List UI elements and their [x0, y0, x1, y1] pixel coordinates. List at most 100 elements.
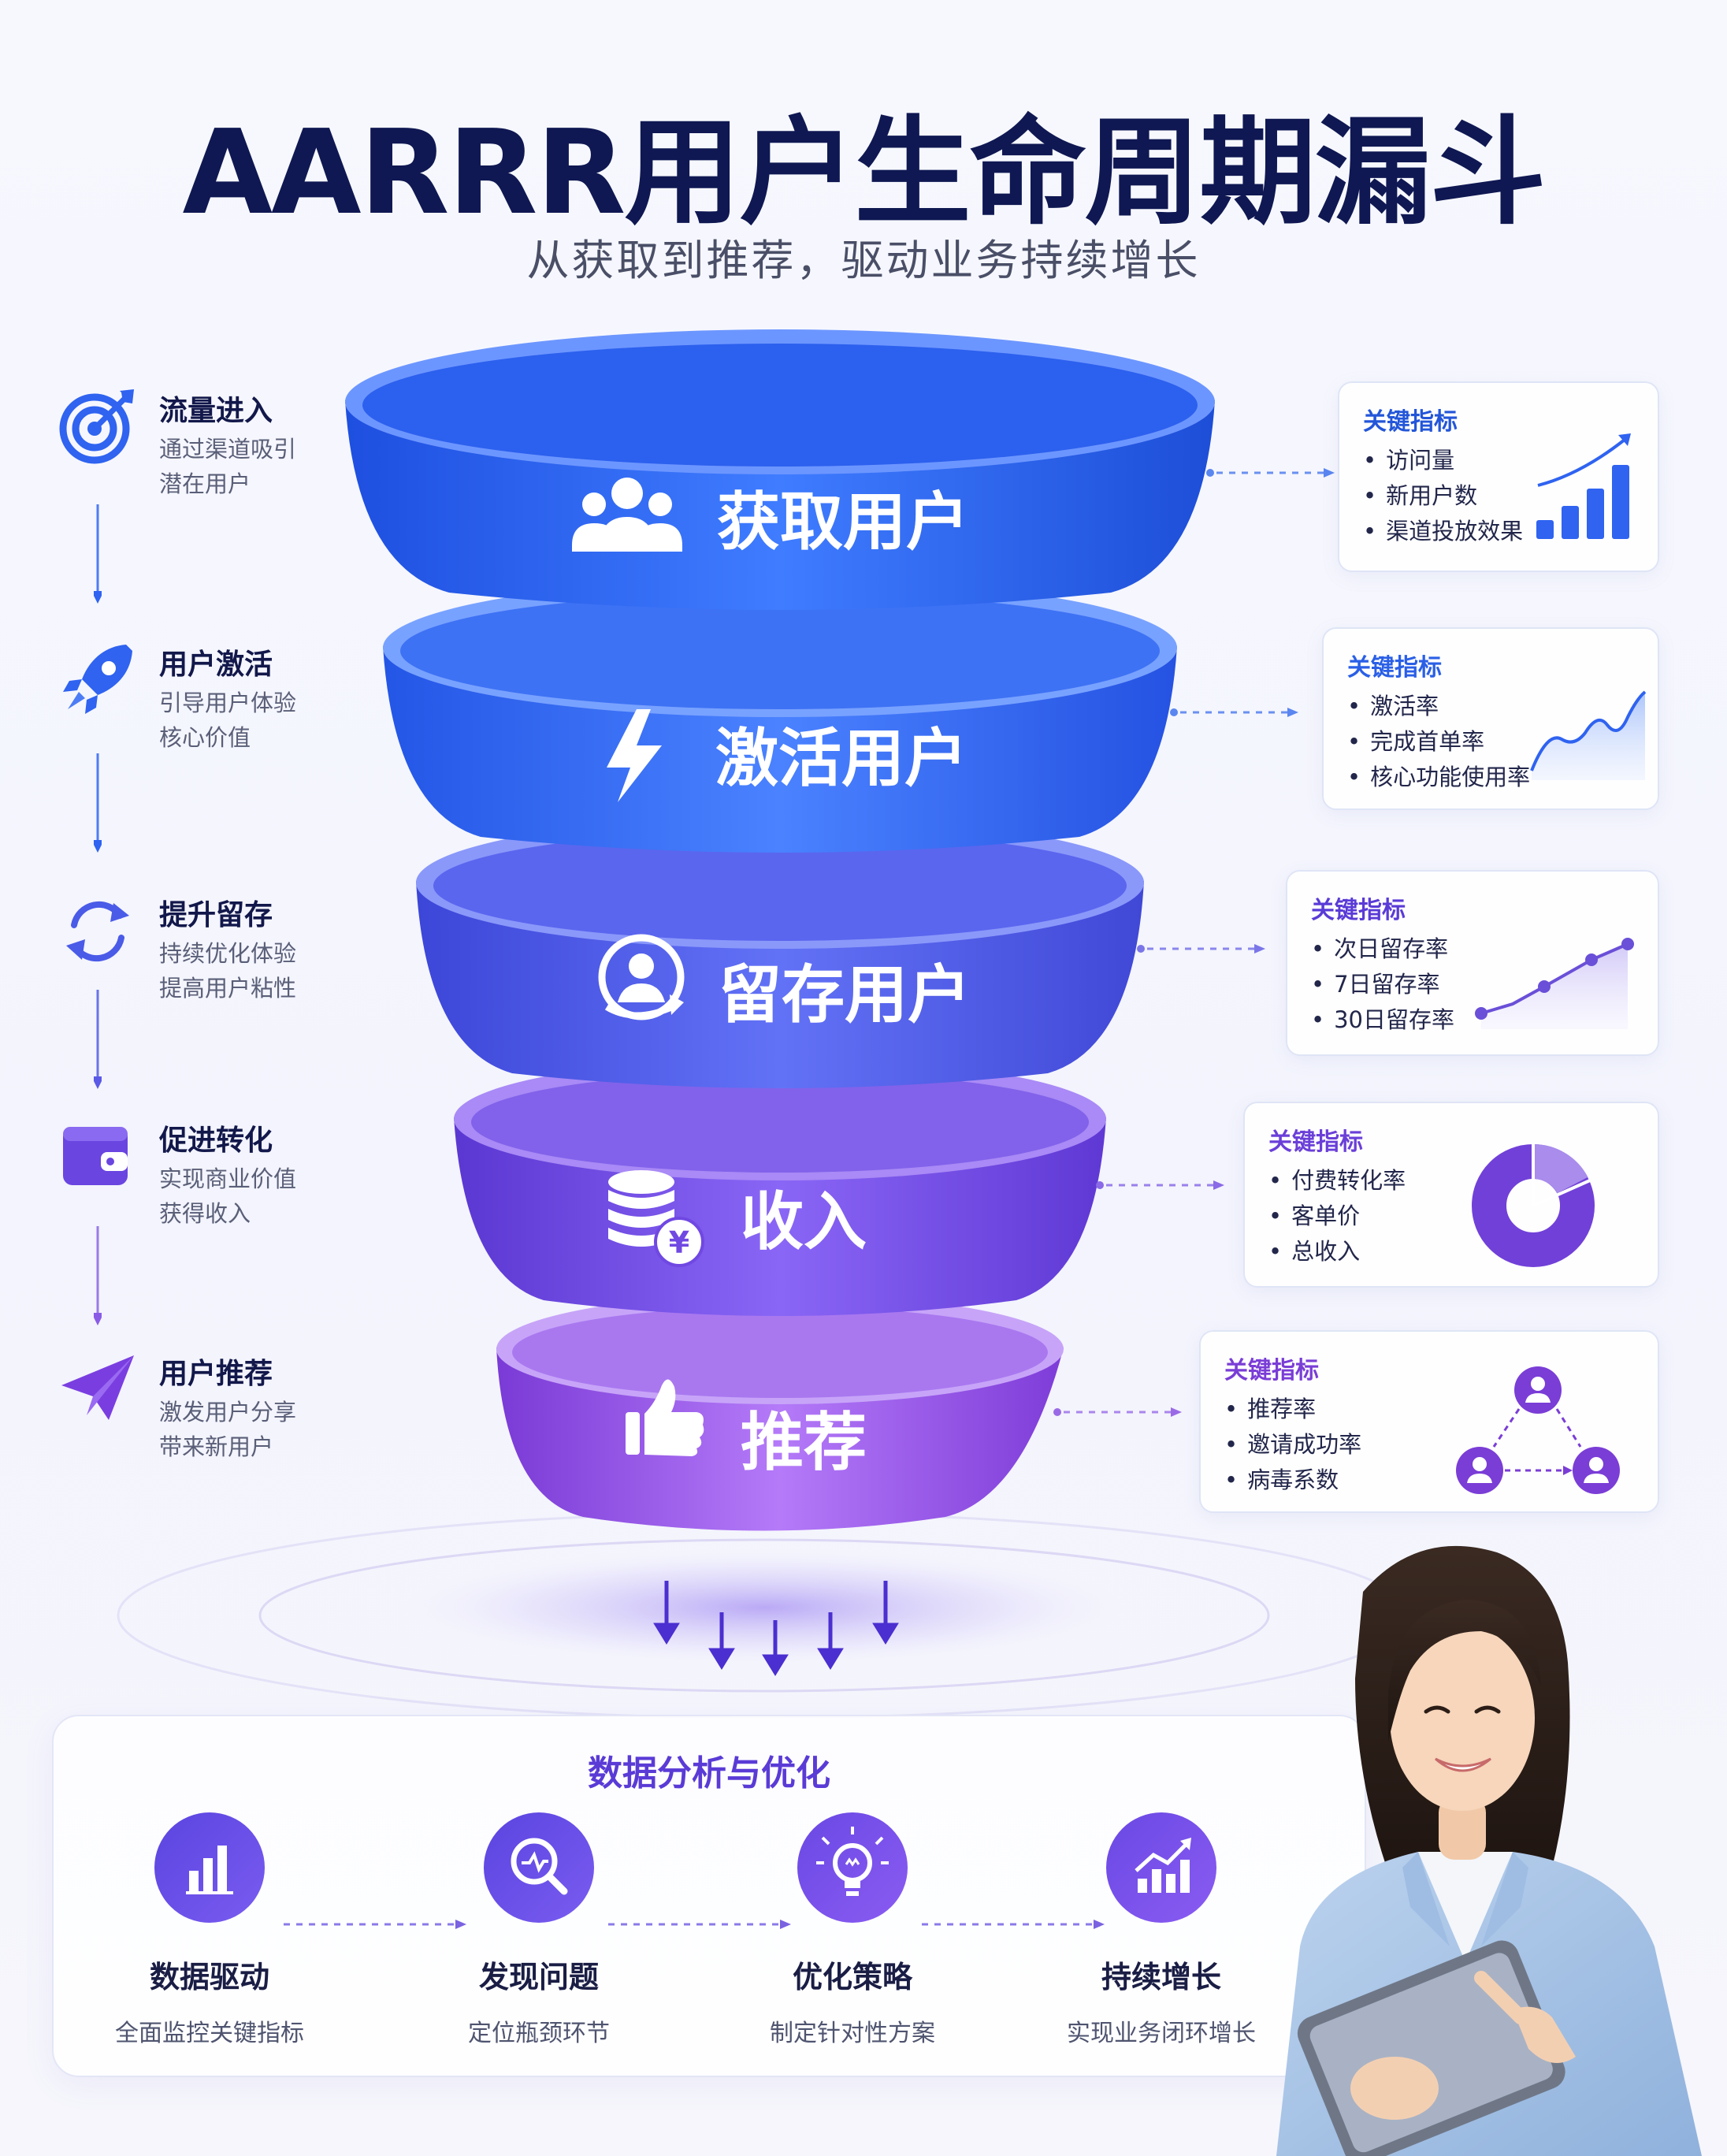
funnel-label: 收入 [741, 1185, 867, 1258]
panel-step-name: 数据驱动 [149, 1960, 269, 1994]
metric-item: 邀请成功率 [1224, 1427, 1361, 1463]
funnel-layer-activation [383, 578, 1177, 853]
svg-text:¥: ¥ [669, 1225, 689, 1260]
metrics-list: 访问量 新用户数 渠道投放效果 [1363, 443, 1523, 549]
panel-step-growth: 持续增长 实现业务闭环增长 [1027, 1812, 1295, 2048]
metric-item: 30日留存率 [1311, 1002, 1454, 1038]
funnel-layer-referral [496, 1294, 1064, 1531]
panel-step-name: 持续增长 [1101, 1960, 1221, 1994]
referral-network-icon [1456, 1366, 1620, 1494]
metric-item: 客单价 [1268, 1199, 1406, 1234]
metrics-list: 次日留存率 7日留存率 30日留存率 [1311, 931, 1454, 1038]
step-name: 促进转化 [159, 1124, 273, 1157]
lightbulb-icon [797, 1812, 908, 1923]
metric-item: 病毒系数 [1224, 1463, 1361, 1498]
user-node [1573, 1447, 1620, 1494]
connector-dotted [1053, 1407, 1182, 1417]
metric-item: 7日留存率 [1311, 967, 1454, 1002]
metric-item: 新用户数 [1363, 478, 1523, 514]
metrics-card-activation: 关键指标 激活率 完成首单率 核心功能使用率 [1322, 627, 1659, 810]
funnel-label: 推荐 [741, 1406, 867, 1479]
card-title: 关键指标 [1268, 1128, 1363, 1156]
panel-step-desc: 实现业务闭环增长 [1067, 2020, 1256, 2047]
magnifier-analysis-icon [484, 1812, 594, 1923]
step-desc: 激发用户分享带来新用户 [159, 1399, 297, 1460]
analysis-panel: 数据分析与优化 数据驱动 全面监控关键指标 发现问题 定位瓶颈环节 优化策略 制… [52, 1715, 1366, 2077]
user-node [1514, 1366, 1562, 1414]
funnel-diagram: ¥ 获取用户 激活用户 留存用户 收入 推荐 [117, 329, 1412, 1718]
metric-item: 核心功能使用率 [1347, 760, 1530, 795]
panel-step-find-issue: 发现问题 定位瓶颈环节 [405, 1812, 673, 2048]
glow-ring [258, 1538, 1270, 1693]
bar-trend-chart-icon [1536, 433, 1631, 539]
panel-step-name: 发现问题 [478, 1960, 599, 1994]
refresh-cycle-icon [66, 901, 129, 962]
target-arrow-icon [59, 389, 134, 464]
step-desc: 实现商业价值获得收入 [159, 1165, 297, 1227]
connector-dotted [1096, 1180, 1224, 1190]
metrics-list: 付费转化率 客单价 总收入 [1268, 1163, 1406, 1269]
metric-item: 激活率 [1347, 689, 1530, 724]
funnel-layer-revenue [454, 1058, 1106, 1316]
card-title: 关键指标 [1224, 1357, 1319, 1385]
metrics-card-retention: 关键指标 次日留存率 7日留存率 30日留存率 [1286, 870, 1659, 1056]
connector-dotted [1206, 468, 1335, 478]
businesswoman-with-tablet-image [1276, 1545, 1702, 2156]
step-arrow [94, 990, 102, 1089]
line-points-chart-icon [1475, 938, 1634, 1029]
connector-dotted [1137, 944, 1265, 953]
bar-chart-icon [154, 1812, 265, 1923]
page-title: AARRR用户生命周期漏斗 [182, 105, 1547, 240]
area-chart-icon [1530, 690, 1647, 780]
card-title: 关键指标 [1347, 654, 1442, 682]
metric-item: 推荐率 [1224, 1392, 1361, 1427]
panel-title: 数据分析与优化 [588, 1753, 830, 1794]
metric-item: 付费转化率 [1268, 1163, 1406, 1199]
step-arrow [94, 1226, 102, 1325]
metrics-card-referral: 关键指标 推荐率 邀请成功率 病毒系数 [1199, 1330, 1659, 1513]
metric-item: 完成首单率 [1347, 724, 1530, 760]
growth-chart-icon [1106, 1812, 1216, 1923]
panel-step-optimize: 优化策略 制定针对性方案 [719, 1812, 986, 2048]
funnel-layer-retention [416, 816, 1144, 1088]
panel-connector [922, 1920, 1105, 1929]
card-title: 关键指标 [1311, 897, 1406, 924]
output-arrows [653, 1581, 899, 1676]
panel-step-desc: 全面监控关键指标 [115, 2020, 304, 2047]
user-node [1456, 1447, 1503, 1494]
user-retention-icon [598, 934, 685, 1020]
metric-item: 总收入 [1268, 1234, 1406, 1269]
users-group-icon [572, 478, 682, 552]
metric-item: 渠道投放效果 [1363, 514, 1523, 549]
metrics-list: 激活率 完成首单率 核心功能使用率 [1347, 689, 1530, 795]
wallet-icon [63, 1127, 128, 1185]
donut-chart-icon [1472, 1143, 1595, 1267]
coins-yuan-icon: ¥ [608, 1170, 704, 1267]
panel-connector [608, 1920, 791, 1929]
funnel-label: 留存用户 [719, 958, 971, 1032]
metric-item: 访问量 [1363, 443, 1523, 478]
panel-step-desc: 定位瓶颈环节 [468, 2020, 610, 2047]
funnel-layer-acquisition [345, 329, 1215, 610]
step-arrow [94, 504, 102, 604]
step-name: 用户推荐 [159, 1358, 273, 1390]
metrics-card-revenue: 关键指标 付费转化率 客单价 总收入 [1243, 1102, 1659, 1288]
step-name: 提升留存 [159, 899, 273, 931]
thumbs-up-icon [626, 1379, 704, 1456]
metric-item: 次日留存率 [1311, 931, 1454, 967]
metrics-card-acquisition: 关键指标 访问量 新用户数 渠道投放效果 [1338, 381, 1659, 572]
panel-connector [284, 1920, 466, 1929]
step-desc: 通过渠道吸引潜在用户 [159, 436, 297, 497]
lightning-icon [607, 709, 662, 802]
page-subtitle: 从获取到推荐，驱动业务持续增长 [526, 236, 1201, 285]
rocket-icon [63, 645, 132, 714]
card-title: 关键指标 [1363, 408, 1458, 436]
paper-plane-icon [61, 1355, 134, 1420]
step-name: 流量进入 [159, 395, 273, 427]
funnel-label: 获取用户 [717, 485, 969, 559]
step-name: 用户激活 [159, 649, 273, 681]
step-arrow [94, 753, 102, 853]
step-desc: 引导用户体验核心价值 [159, 690, 297, 751]
panel-step-name: 优化策略 [792, 1960, 912, 1994]
funnel-label: 激活用户 [715, 722, 967, 795]
